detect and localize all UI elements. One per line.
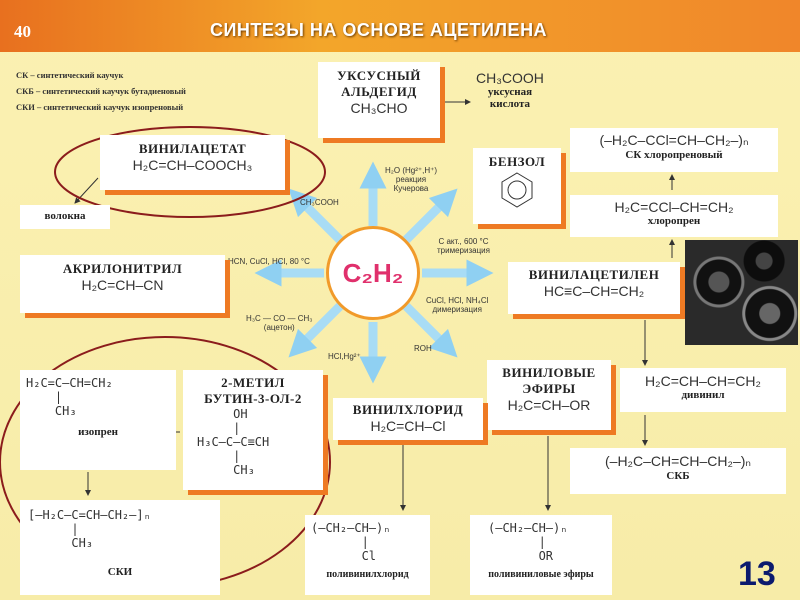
name: хлоропрен [647,215,701,227]
title: 2-МЕТИЛ БУТИН-3-ОЛ-2 [204,375,302,406]
title: ВИНИЛАЦЕТИЛЕН [528,267,660,282]
cond-acetic: CH₃COOH [300,198,339,207]
formula: H₂C=CCl–CH=CH₂ [614,199,734,215]
box-acrylonitrile: АКРИЛОНИТРИЛ H₂C=CH–CN [20,255,225,313]
box-methylbutynol: 2-МЕТИЛ БУТИН-3-ОЛ-2 OH | H₃C–C–C≡CH | C… [183,370,323,490]
box-chloroprene: H₂C=CCl–CH=CH₂ хлоропрен [570,195,778,237]
acetic-acid: CH₃COOH уксусная кислота [476,70,544,110]
box-vinyl-acetate: ВИНИЛАЦЕТАТ H₂C=CH–COOCH₃ [100,135,285,190]
page-number: 40 [14,22,31,41]
tires-photo [685,240,798,345]
benzene-ring-icon [501,172,533,208]
title: АКРИЛОНИТРИЛ [62,261,183,276]
name: СК хлоропреновый [625,149,723,161]
name: дивинил [681,389,725,401]
formula: OH | H₃C–C–C≡CH | CH₃ [197,407,270,477]
box-isoprene: H₂C=C–CH=CH₂ | CH₃ изопрен [20,370,176,470]
cond-hcl: HCl,Hg²⁺ [328,352,361,361]
formula: CH₃CHO [350,100,408,116]
box-ski: [–H₂C–C=CH–CH₂–]ₙ | CH₃ СКИ [20,500,220,595]
formula: (–CH₂–CH–)ₙ | Cl [311,521,391,563]
slide-number: 13 [738,555,776,593]
formula: H₂C=CH–Cl [370,418,446,434]
box-sk-chloroprene: (–H₂C–CCl=CH–CH₂–)ₙ СК хлоропреновый [570,128,778,172]
box-acetaldehyde: УКСУСНЫЙ АЛЬДЕГИД CH₃CHO [318,62,440,138]
formula: CH₃COOH [476,70,544,86]
cond-kucherov: H₂O (Hg²⁺,H⁺) реакция Кучерова [385,166,437,193]
cond-acetone: H₃C — CO — CH₃ (ацетон) [246,314,313,332]
reaction-arrows [254,161,494,384]
header-banner: 40 СИНТЕЗЫ НА ОСНОВЕ АЦЕТИЛЕНА [0,0,800,52]
name: уксусная кислота [487,86,533,110]
name: СКБ [666,470,690,482]
name: СКИ [107,566,133,578]
formula: H₂C=C–CH=CH₂ | CH₃ [26,376,113,418]
title: БЕНЗОЛ [488,154,546,169]
cond-hcn: HCN, CuCl, HCl, 80 °C [228,257,310,266]
box-pvc: (–CH₂–CH–)ₙ | Cl поливинилхлорид [305,515,430,595]
formula: H₂C=CH–COOCH₃ [132,157,253,173]
formula: H₂C=CH–OR [507,397,591,413]
formula: [–H₂C–C=CH–CH₂–]ₙ | CH₃ [28,508,151,550]
title: ВИНИЛОВЫЕ ЭФИРЫ [502,365,596,396]
name: изопрен [78,426,118,438]
cond-trimer: C акт., 600 °C тримеризация [437,237,490,255]
formula: (–H₂C–CH=CH–CH₂–)ₙ [605,453,751,469]
formula: (–CH₂–CH–)ₙ | OR [488,521,568,563]
name: поливинилхлорид [326,569,409,580]
cond-dimer: CuCl, HCl, NH₄Cl димеризация [426,296,489,314]
box-polyvinyl-ethers: (–CH₂–CH–)ₙ | OR поливиниловые эфиры [470,515,612,595]
title: ВИНИЛХЛОРИД [352,402,464,417]
box-vinyl-chloride: ВИНИЛХЛОРИД H₂C=CH–Cl [333,398,483,440]
legend-skb: СКБ – синтетический каучук бутадиеновый [16,86,186,96]
box-skb: (–H₂C–CH=CH–CH₂–)ₙ СКБ [570,448,786,494]
box-fibers: волокна [20,205,110,229]
box-divinyl: H₂C=CH–CH=CH₂ дивинил [620,368,786,412]
name: поливиниловые эфиры [488,569,594,580]
legend-ski: СКИ – синтетический каучук изопреновый [16,102,184,112]
formula: H₂C=CH–CN [81,277,164,293]
formula: (–H₂C–CCl=CH–CH₂–)ₙ [599,132,749,148]
cond-roh: ROH [414,344,432,353]
box-benzene: БЕНЗОЛ [473,148,561,224]
formula: H₂C=CH–CH=CH₂ [645,373,761,389]
title: ВИНИЛАЦЕТАТ [138,141,247,156]
highlight-ellipse-vinylacetate [54,126,326,218]
title: УКСУСНЫЙ АЛЬДЕГИД [337,68,421,99]
box-vinyl-ethers: ВИНИЛОВЫЕ ЭФИРЫ H₂C=CH–OR [487,360,611,430]
legend-sk: СК – синтетический каучук [16,70,124,80]
name: волокна [44,210,86,222]
formula: HC≡C–CH=CH₂ [543,283,645,299]
acetylene-center: C₂H₂ [326,226,420,320]
box-vinylacetylene: ВИНИЛАЦЕТИЛЕН HC≡C–CH=CH₂ [508,262,680,314]
page-title: СИНТЕЗЫ НА ОСНОВЕ АЦЕТИЛЕНА [210,20,548,40]
